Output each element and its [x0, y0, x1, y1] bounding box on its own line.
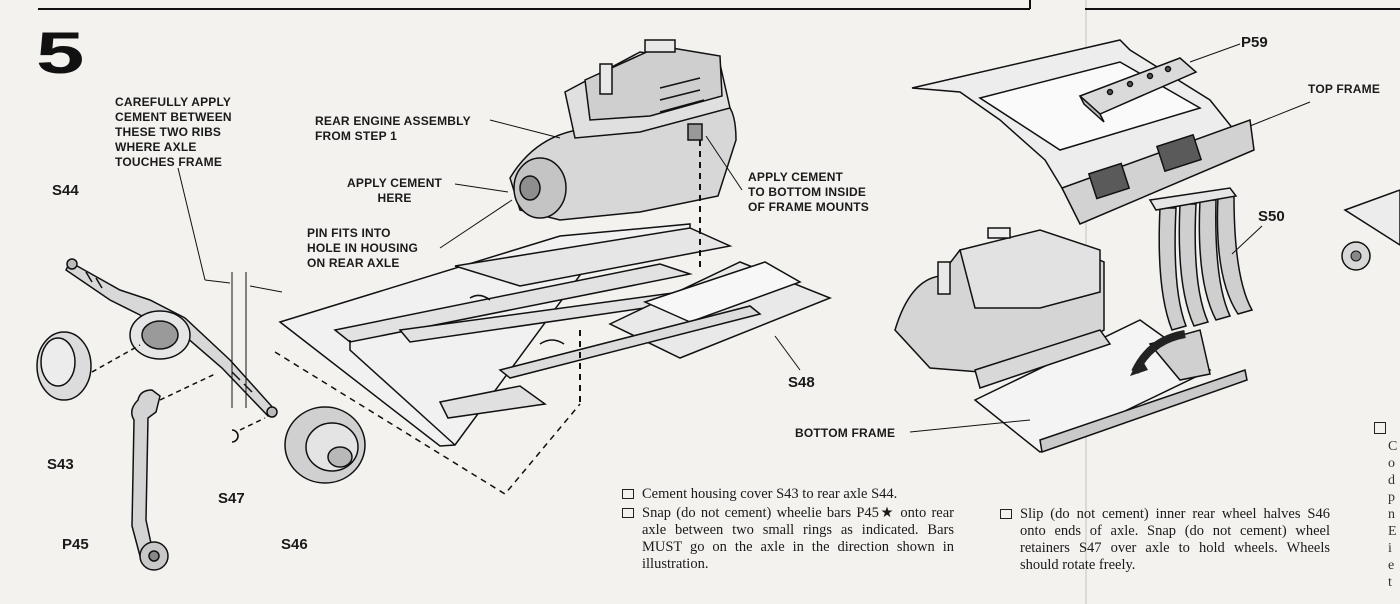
- checkbox[interactable]: [622, 508, 634, 518]
- instructions-right: Slip (do not cement) inner rear wheel ha…: [1000, 506, 1330, 576]
- instruction-item: Slip (do not cement) inner rear wheel ha…: [1000, 506, 1330, 574]
- checkbox[interactable]: [1000, 509, 1012, 519]
- exhaust-pipes-s50: [1148, 187, 1254, 331]
- label-top-frame: TOP FRAME: [1308, 82, 1381, 96]
- label-carefully-apply-cement: CAREFULLY APPLY CEMENT BETWEEN THESE TWO…: [115, 95, 232, 169]
- part-s46-label: S46: [281, 536, 308, 553]
- truncated-instruction-column: C o d p n E i e t: [1374, 420, 1400, 591]
- step-number: 5: [36, 21, 84, 86]
- label-pin-fits: PIN FITS INTO HOLE IN HOUSING ON REAR AX…: [307, 226, 419, 270]
- part-p45-label: P45: [62, 536, 89, 553]
- engine-in-frame: [894, 227, 1105, 373]
- wheelie-bar-p45: [131, 389, 169, 571]
- housing-cover-s43: [36, 331, 92, 401]
- checkbox[interactable]: [1374, 422, 1386, 434]
- instructions-left: Cement housing cover S43 to rear axle S4…: [622, 486, 954, 575]
- part-s50-label: S50: [1258, 208, 1285, 225]
- rear-axle-s44: [65, 258, 278, 418]
- label-rear-engine-assembly: REAR ENGINE ASSEMBLY FROM STEP 1: [315, 114, 471, 143]
- rear-engine-assembly: [509, 39, 737, 221]
- part-s43-label: S43: [47, 456, 74, 473]
- wheel-half-s46: [284, 406, 366, 484]
- part-s44-label: S44: [52, 182, 79, 199]
- cover-p59: [1078, 57, 1198, 123]
- part-p59-label: P59: [1241, 34, 1268, 51]
- label-apply-cement-here: APPLY CEMENT HERE: [347, 176, 443, 205]
- checkbox[interactable]: [622, 489, 634, 499]
- label-bottom-frame: BOTTOM FRAME: [795, 426, 896, 440]
- label-apply-cement-bottom: APPLY CEMENT TO BOTTOM INSIDE OF FRAME M…: [748, 170, 869, 214]
- part-s47-label: S47: [218, 490, 245, 507]
- instruction-item: Snap (do not cement) wheelie bars P45★ o…: [622, 505, 954, 573]
- instruction-item: Cement housing cover S43 to rear axle S4…: [622, 486, 954, 503]
- chassis-s48: [278, 223, 833, 447]
- part-s48-label: S48: [788, 374, 815, 391]
